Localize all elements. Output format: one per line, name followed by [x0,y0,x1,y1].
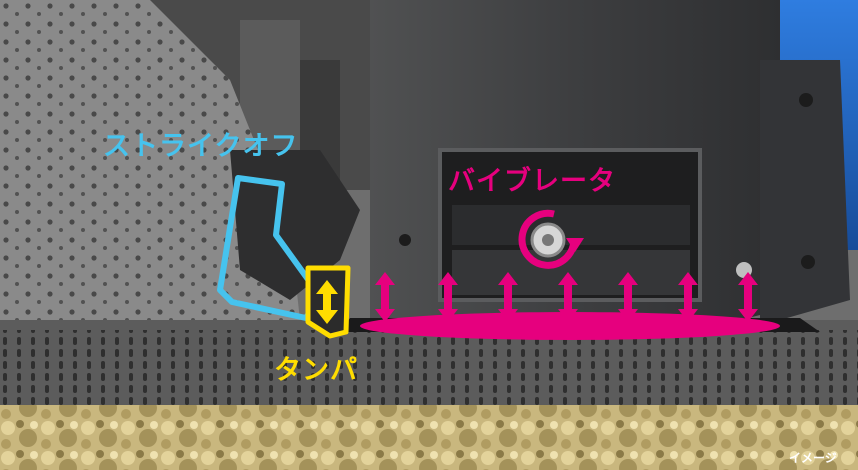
vibrator-label: バイブレータ [448,159,616,198]
tamper-label: タンパ [274,348,358,387]
image-note-label: イメージ [789,449,837,466]
base-gravel [0,405,858,470]
strike-off-label: ストライクオフ [103,124,298,163]
